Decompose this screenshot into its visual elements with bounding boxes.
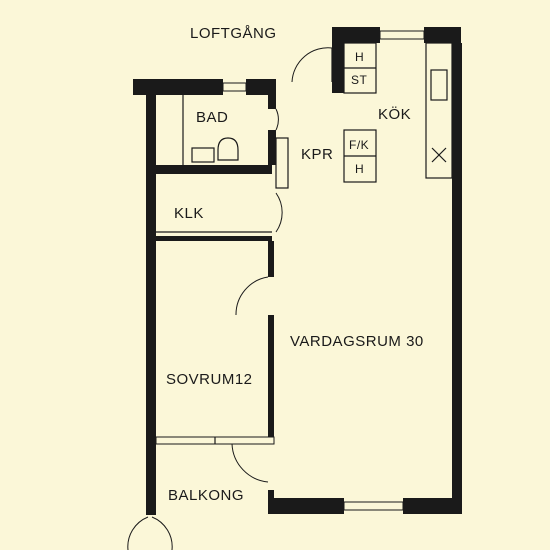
bathroom-fixtures xyxy=(191,137,239,163)
windows xyxy=(222,30,425,511)
room-label-balkong: BALKONG xyxy=(168,487,245,504)
room-label-kok: KÖK xyxy=(378,106,412,123)
exterior-walls xyxy=(133,27,462,515)
room-label-klk: KLK xyxy=(174,205,204,222)
interior-walls xyxy=(155,42,453,514)
room-label-vardagsrum: VARDAGSRUM 30 xyxy=(290,333,424,350)
doors xyxy=(127,47,333,550)
room-label-bad: BAD xyxy=(196,109,229,126)
room-label-loftgang: LOFTGÅNG xyxy=(190,25,277,42)
stove-label-bottom: ST xyxy=(351,73,368,87)
room-label-kpr: KPR xyxy=(301,146,334,163)
room-label-sovrum: SOVRUM12 xyxy=(166,371,253,388)
fridge-label-top: F/K xyxy=(349,138,370,152)
stove-label-top: H xyxy=(355,50,365,64)
fridge-label-bottom: H xyxy=(355,162,365,176)
